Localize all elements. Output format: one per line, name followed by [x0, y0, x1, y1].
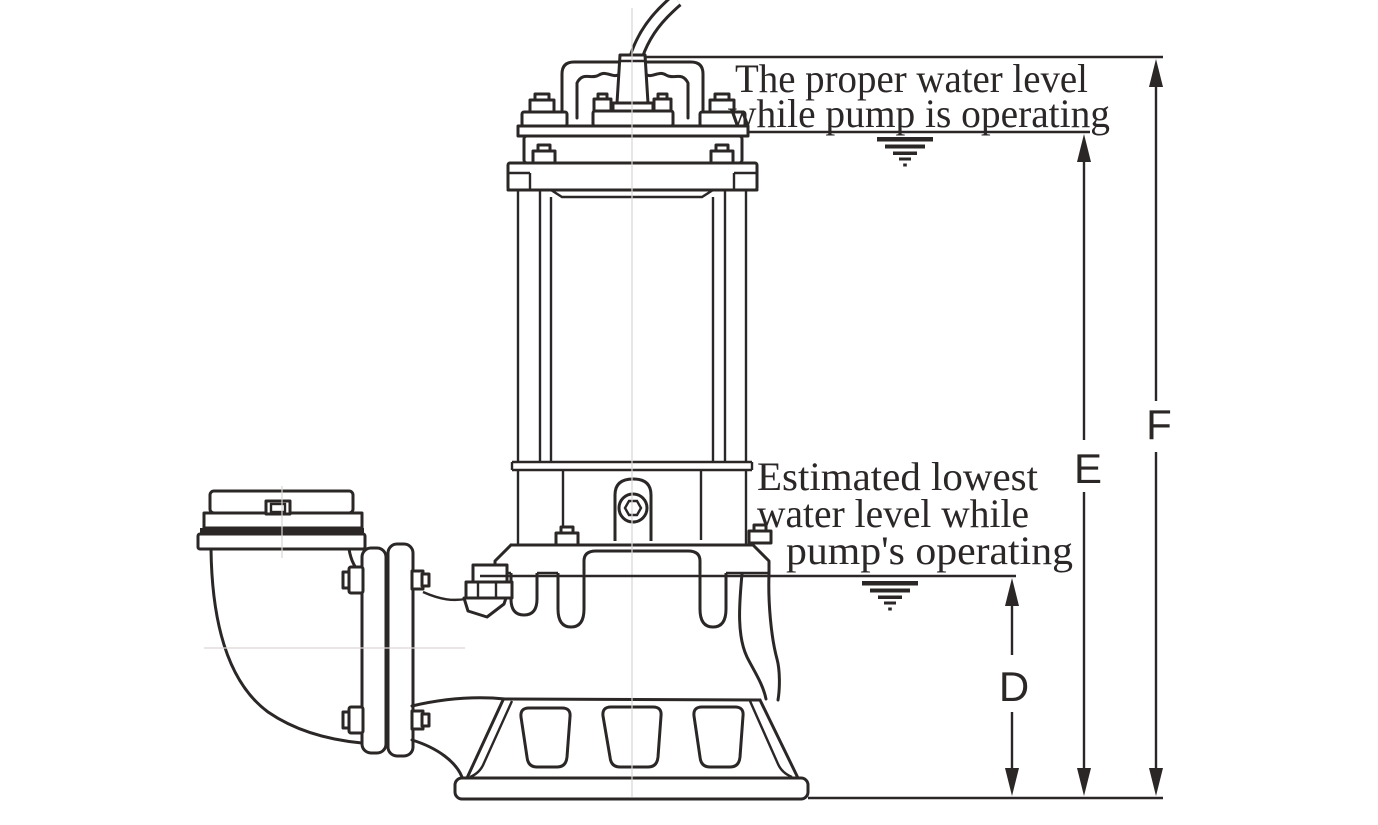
casing-rib: [509, 573, 539, 617]
strainer-slot: [601, 705, 663, 769]
flange-bolt: [341, 705, 431, 735]
dimension-label-e: E: [1074, 445, 1102, 492]
arrow-up-icon: [1149, 59, 1163, 87]
discharge-passage: [410, 738, 464, 779]
casing-rib: [556, 573, 586, 629]
arrow-down-icon: [1005, 768, 1019, 796]
strainer-slot: [692, 705, 745, 769]
arrow-down-icon: [1077, 768, 1091, 796]
cable-gland: [591, 53, 675, 128]
arrow-down-icon: [1149, 768, 1163, 796]
pump-casing: [493, 543, 771, 629]
water-level-icon: [862, 581, 918, 611]
vent-plug: [422, 563, 514, 619]
dimension-label-d: D: [999, 663, 1029, 710]
casing-rib: [698, 573, 728, 629]
dimension-line-d: D: [999, 578, 1029, 796]
dimension-line-e: E: [1074, 134, 1102, 796]
flange-bolt: [341, 565, 431, 595]
discharge-flange: [341, 542, 431, 758]
strainer-slot: [519, 706, 572, 769]
lowest-water-level-annotation: Estimated lowest water level while pump'…: [757, 454, 1073, 573]
centerline: [204, 8, 633, 797]
annotation-text: water level while: [757, 491, 1029, 536]
dimension-line-f: F: [1146, 59, 1172, 796]
discharge-passage: [410, 696, 507, 708]
dimension-label-f: F: [1146, 401, 1172, 448]
volute: [738, 572, 781, 702]
arrow-up-icon: [1077, 134, 1091, 162]
water-level-icon: [877, 137, 933, 167]
annotation-text: The proper water level: [735, 56, 1088, 101]
annotation-text: Estimated lowest: [757, 454, 1038, 499]
proper-water-level-annotation: The proper water level while pump is ope…: [728, 56, 1110, 136]
oil-chamber: [516, 470, 748, 545]
casing-bolts: [554, 523, 773, 547]
arrow-up-icon: [1005, 578, 1019, 606]
annotation-text: while pump is operating: [728, 91, 1110, 136]
suction-strainer: [465, 697, 800, 780]
annotation-text: pump's operating: [786, 528, 1073, 573]
oil-plug-icon: [617, 492, 649, 524]
